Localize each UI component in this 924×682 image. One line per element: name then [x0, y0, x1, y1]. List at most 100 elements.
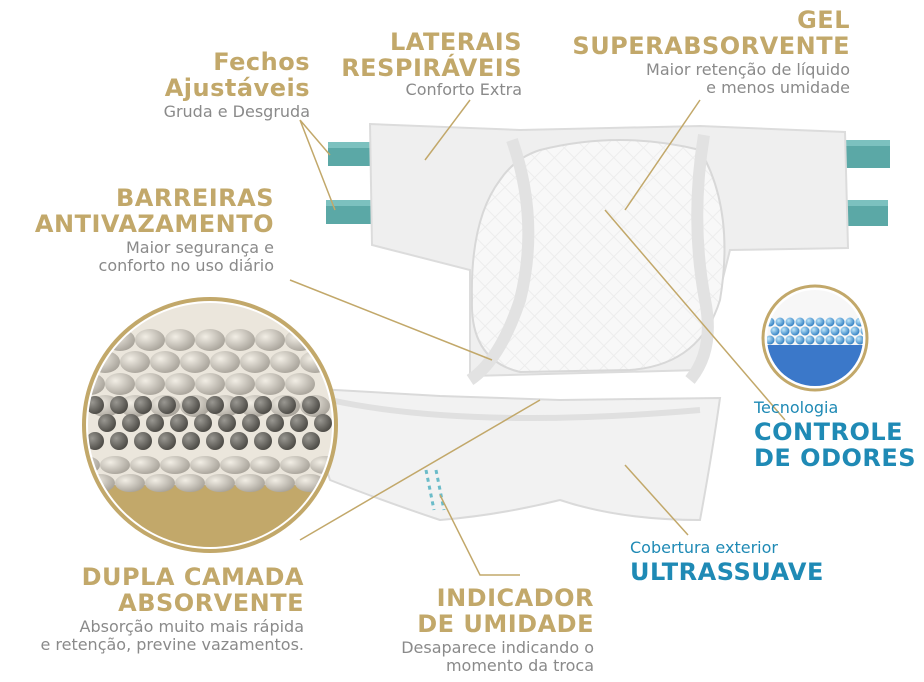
indicador-title-2: DE UMIDADE	[417, 610, 594, 638]
odor-control-granule	[780, 326, 790, 336]
gel-ball	[266, 414, 284, 432]
gel-title-2: SUPERABSORVENTE	[572, 32, 850, 60]
odor-control-granule	[845, 317, 855, 327]
cushion-bubble	[220, 456, 250, 474]
cushion-bubble	[175, 474, 205, 492]
cushion-bubble	[150, 351, 180, 373]
odor-control-granule	[767, 335, 775, 345]
odor-control-granule	[830, 326, 840, 336]
gel-ball	[170, 414, 188, 432]
indicador-subtitle-1: Desaparece indicando o	[401, 638, 594, 657]
gel-ball	[182, 396, 200, 414]
gel-ball	[206, 396, 224, 414]
odor-control-granule	[775, 335, 785, 345]
fechos-title-2: Ajustáveis	[164, 74, 310, 102]
odor-control-granule	[815, 317, 825, 327]
leader-indicador	[439, 494, 520, 576]
cushion-bubble	[195, 373, 225, 395]
gel-ball	[290, 414, 308, 432]
dupla-title-2: ABSORVENTE	[118, 589, 304, 617]
cushion-bubble	[130, 456, 160, 474]
leader-cobertura	[624, 464, 689, 536]
cushion-bubble	[88, 329, 105, 351]
odor-control-inset	[761, 284, 869, 392]
absorbent-pad	[470, 139, 726, 374]
leader-gel	[624, 99, 701, 211]
cushion-bubble	[225, 373, 255, 395]
dupla-subtitle-2: e retenção, previne vazamentos.	[40, 635, 304, 654]
dupla-subtitle-1: Absorção muito mais rápida	[79, 617, 304, 636]
dupla-title-1: DUPLA CAMADA	[81, 563, 304, 591]
gel-ball	[278, 396, 296, 414]
cushion-bubble	[195, 329, 225, 351]
gel-ball	[314, 414, 332, 432]
gel-ball	[230, 396, 248, 414]
odor-control-granule	[795, 317, 805, 327]
gel-ball	[158, 396, 176, 414]
cushion-bubble	[100, 456, 130, 474]
gel-ball	[122, 414, 140, 432]
wetness-indicator-stripe-2	[434, 469, 446, 511]
cushion-bubble	[105, 373, 135, 395]
odor-control-granule	[785, 317, 795, 327]
odor-control-granule	[845, 335, 855, 345]
label-barreiras: BARREIRAS ANTIVAZAMENTO Maior segurança …	[35, 186, 274, 274]
gel-ball	[98, 414, 116, 432]
gel-ball	[110, 396, 128, 414]
cushion-bubble	[265, 474, 295, 492]
barreiras-subtitle-1: Maior segurança e	[125, 238, 274, 257]
odor-control-granule	[770, 326, 780, 336]
leak-barrier-right	[685, 134, 714, 384]
cushion-bubble	[235, 474, 265, 492]
cushion-bubble	[120, 351, 150, 373]
gel-ball	[278, 432, 296, 450]
indicador-subtitle-2: momento da troca	[445, 656, 594, 675]
gel-ball	[158, 432, 176, 450]
gel-ball	[302, 396, 320, 414]
gel-ball	[110, 432, 128, 450]
cushion-bubble	[210, 351, 240, 373]
cushion-bubble	[135, 373, 165, 395]
gel-ball	[194, 414, 212, 432]
cushion-bubble	[190, 456, 220, 474]
gel-ball	[88, 396, 104, 414]
odor-control-granule	[820, 326, 830, 336]
label-cobertura: Cobertura exterior ULTRASSUAVE	[630, 540, 824, 585]
label-controle: Tecnologia CONTROLE DE ODORES	[754, 398, 916, 471]
fechos-subtitle: Gruda e Desgruda	[163, 102, 310, 121]
fechos-title-1: Fechos	[213, 48, 310, 76]
label-gel: GEL SUPERABSORVENTE Maior retenção de lí…	[572, 8, 850, 96]
cushion-bubble	[255, 329, 285, 351]
odor-control-granule	[810, 326, 820, 336]
odor-control-granule	[805, 317, 815, 327]
barreiras-title-2: ANTIVAZAMENTO	[34, 210, 274, 238]
laterais-subtitle: Conforto Extra	[405, 80, 522, 99]
fastener-tab-left-top	[328, 142, 372, 166]
cushion-bubble	[240, 351, 270, 373]
cushion-bubble	[180, 351, 210, 373]
cushion-bubble	[270, 351, 300, 373]
gel-subtitle-1: Maior retenção de líquido	[646, 60, 850, 79]
gel-ball	[88, 432, 104, 450]
cushion-bubble	[250, 456, 280, 474]
gel-ball	[218, 414, 236, 432]
double-layer-inset	[82, 297, 338, 553]
leak-barrier-left	[466, 138, 535, 385]
odor-control-granule	[800, 326, 810, 336]
gel-ball	[230, 432, 248, 450]
wetness-indicator-stripe-1	[424, 469, 436, 511]
leader-dupla	[299, 399, 541, 541]
label-indicador: INDICADOR DE UMIDADE Desaparece indicand…	[401, 586, 594, 674]
cushion-bubble	[205, 474, 235, 492]
fastener-tab-left-bottom	[326, 200, 372, 224]
controle-pre: Tecnologia	[754, 398, 839, 417]
gel-ball	[242, 414, 260, 432]
odor-control-granule	[825, 317, 835, 327]
cushion-bubble	[285, 373, 315, 395]
cushion-bubble	[115, 474, 145, 492]
barreiras-title-1: BARREIRAS	[116, 184, 274, 212]
gel-title-1: GEL	[797, 6, 850, 34]
leader-controle	[604, 209, 786, 421]
